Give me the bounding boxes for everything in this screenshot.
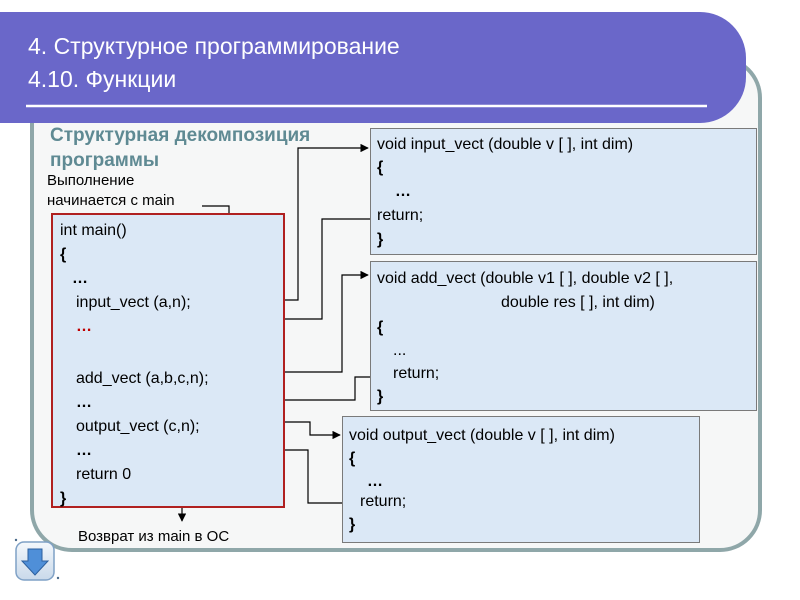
execution-note: Выполнение начинается с main	[47, 171, 175, 211]
output-signature: void output_vect (double v [ ], int dim)	[349, 427, 615, 444]
execution-note-line2: начинается с main	[47, 192, 175, 209]
add-signature-line1: void add_vect (double v1 [ ], double v2 …	[377, 270, 674, 287]
output-return: return;	[360, 493, 407, 510]
input-vect-function-box: void input_vect (double v [ ], int dim) …	[370, 128, 757, 255]
output-ellipsis: …	[367, 473, 383, 490]
main-call-output: output_vect (c,n);	[76, 418, 200, 435]
main-ellipsis: …	[76, 394, 92, 411]
main-return: return 0	[76, 466, 132, 483]
main-open-brace: {	[60, 246, 67, 263]
main-ellipsis: …	[76, 442, 92, 459]
main-call-add: add_vect (a,b,c,n);	[76, 370, 209, 387]
execution-note-line1: Выполнение	[47, 172, 135, 189]
decomposition-heading: Структурная декомпозиция программы	[50, 125, 311, 171]
output-open-brace: {	[349, 450, 356, 467]
header-band	[0, 12, 746, 123]
slide-subtitle: 4.10. Функции	[28, 66, 177, 92]
main-ellipsis: …	[72, 270, 88, 287]
decor-dot	[14, 538, 18, 542]
main-ellipsis-red: …	[76, 318, 92, 335]
add-signature-line2: double res [ ], int dim)	[501, 294, 655, 311]
main-function-box: int main() { … input_vect (a,n); … add_v…	[51, 213, 285, 508]
add-ellipsis: ...	[393, 342, 407, 359]
input-ellipsis: …	[395, 183, 411, 200]
input-open-brace: {	[377, 159, 384, 176]
main-call-input: input_vect (a,n);	[76, 294, 191, 311]
output-vect-function-box: void output_vect (double v [ ], int dim)…	[342, 416, 700, 543]
arrow-down-icon	[15, 541, 55, 581]
input-close-brace: }	[377, 231, 384, 248]
arrow-call-add	[243, 270, 369, 373]
add-vect-function-box: void add_vect (double v1 [ ], double v2 …	[370, 261, 757, 411]
nav-down-button[interactable]	[15, 541, 55, 581]
add-open-brace: {	[377, 319, 384, 336]
input-signature: void input_vect (double v [ ], int dim)	[377, 136, 634, 153]
main-close-brace: }	[60, 490, 67, 507]
add-close-brace: }	[377, 388, 384, 405]
return-note: Возврат из main в ОС	[78, 528, 230, 545]
decor-dot	[56, 576, 60, 580]
slide-title: 4. Структурное программирование	[28, 33, 400, 59]
add-return: return;	[393, 365, 440, 382]
output-close-brace: }	[349, 516, 356, 533]
input-return: return;	[377, 207, 424, 224]
main-signature: int main()	[60, 222, 127, 239]
